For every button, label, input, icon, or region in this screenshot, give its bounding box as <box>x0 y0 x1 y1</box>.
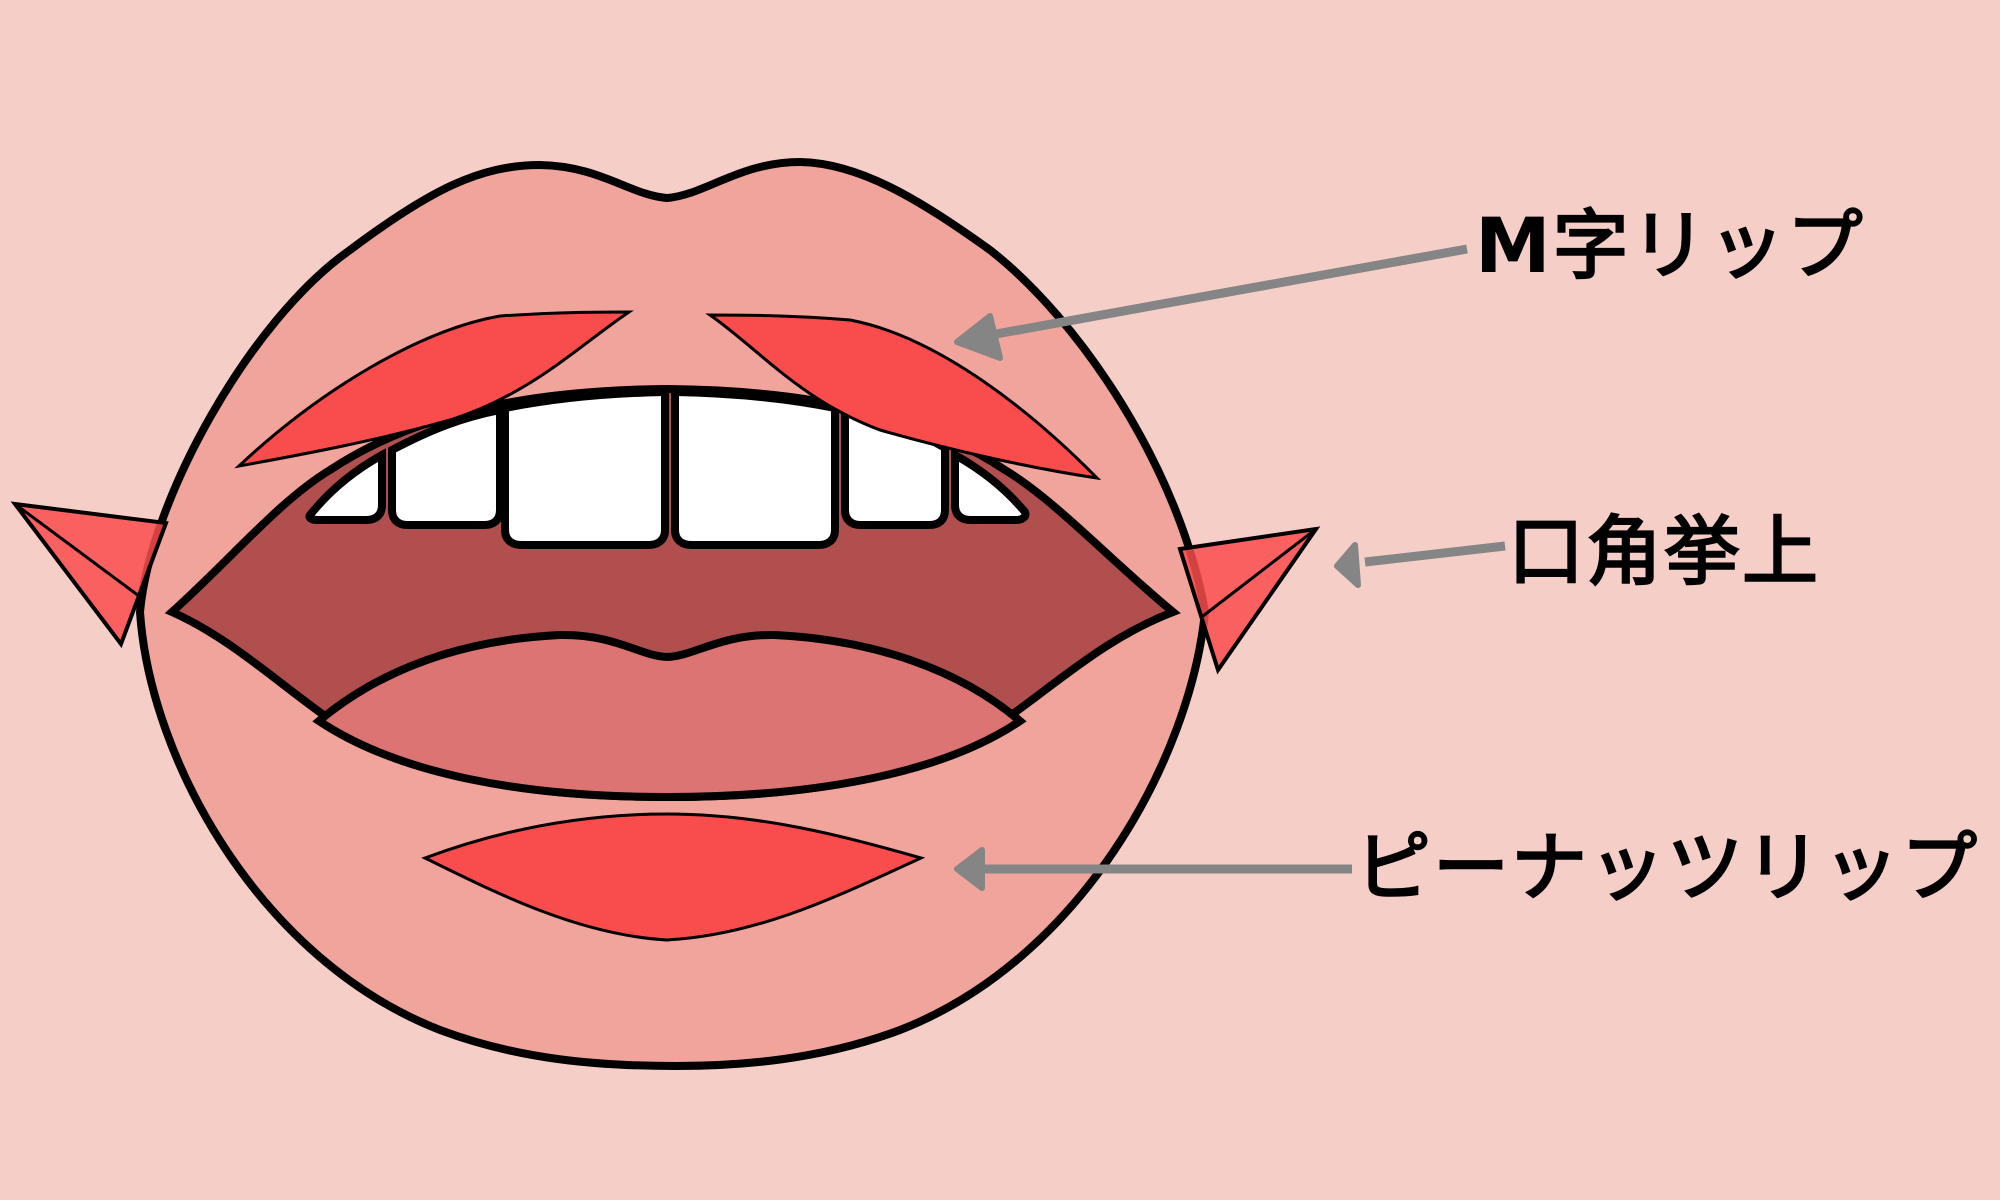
mouth-corner-right <box>1177 526 1321 675</box>
m-lip-highlight-left <box>234 310 634 469</box>
arrow-mouth-corner <box>1334 541 1506 588</box>
m-lip-highlight-right <box>705 313 1102 481</box>
tooth-right-3 <box>951 448 1030 524</box>
label-m-lip: M字リップ <box>1475 201 1865 290</box>
tooth-right-1 <box>671 387 839 549</box>
arrow-m-lip <box>954 244 1468 361</box>
mouth-corner-left <box>10 501 169 649</box>
upper-teeth <box>305 387 1030 549</box>
tooth-left-3 <box>305 448 386 524</box>
arrow-peanut-lip <box>954 847 1352 891</box>
tongue <box>312 630 1027 802</box>
label-peanut-lip: ピーナッツリップ <box>1355 823 1979 912</box>
tooth-left-2 <box>388 405 504 529</box>
peanut-lip-highlight <box>421 812 926 942</box>
tooth-left-1 <box>501 387 669 549</box>
label-mouth-corner-lift: 口角挙上 <box>1508 507 1820 596</box>
